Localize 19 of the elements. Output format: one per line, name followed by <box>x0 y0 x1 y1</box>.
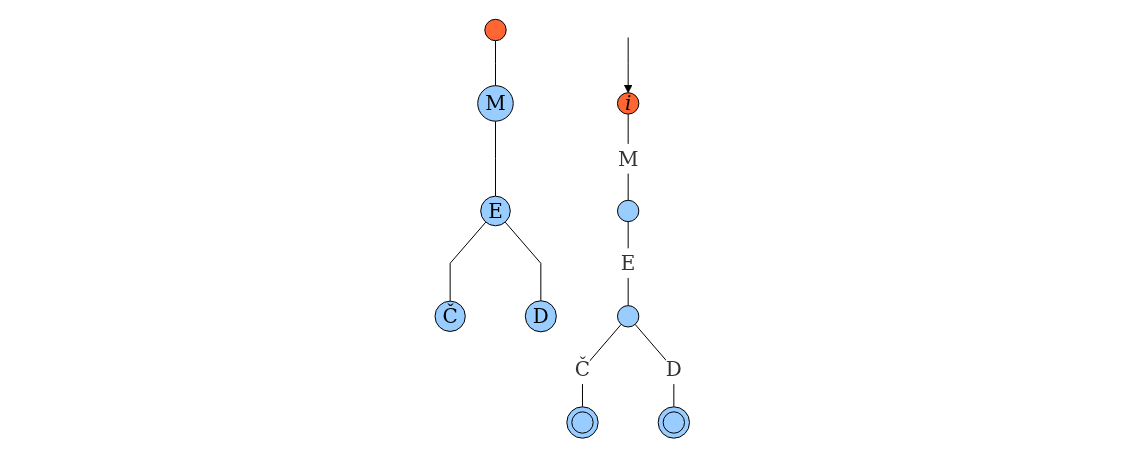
arrow <box>624 37 633 94</box>
edge-label: E <box>621 251 636 276</box>
connector <box>504 222 542 302</box>
node-circle <box>617 200 640 223</box>
edge-label: D <box>666 357 683 382</box>
node-circle <box>484 19 507 42</box>
edge-label: Č <box>575 357 591 382</box>
node-doublecircle <box>566 406 599 440</box>
connector <box>449 222 487 303</box>
node-circle: Č <box>434 301 467 333</box>
node-circle: D <box>525 300 558 333</box>
node-doublecircle <box>657 406 691 440</box>
node-circle <box>617 305 640 328</box>
connector <box>495 40 497 87</box>
node-circle: M <box>477 85 514 123</box>
edge-label: M <box>618 147 639 172</box>
node-circle: i <box>617 92 640 116</box>
node-circle: E <box>480 196 512 227</box>
connector <box>495 121 497 198</box>
